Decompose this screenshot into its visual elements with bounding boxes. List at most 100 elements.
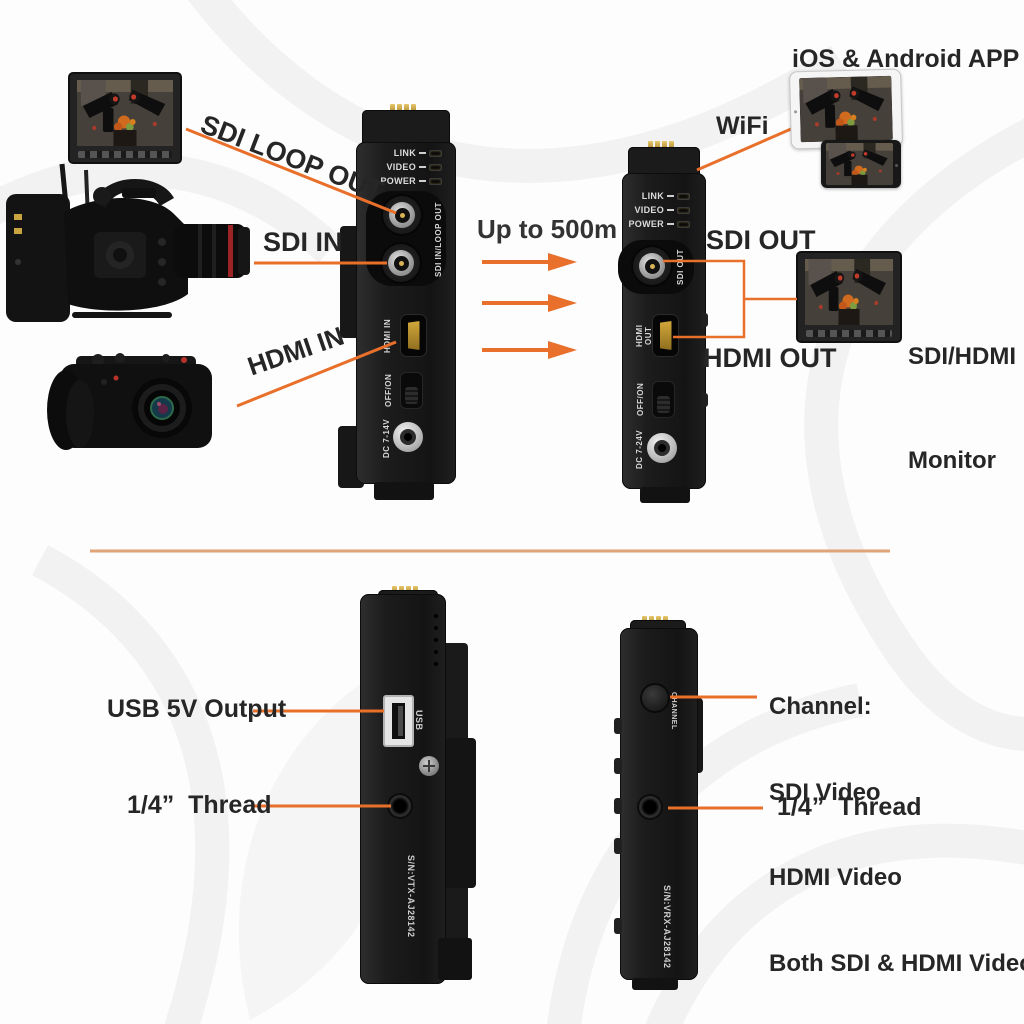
label-app: iOS & Android APP [792,45,1020,73]
usb-tab [398,706,403,736]
rx-antenna-pins [648,141,674,150]
rx-side-button [702,393,708,407]
label-channel-option-3: Both SDI & HDMI Video [769,949,1024,977]
tx-antenna-pins [390,104,416,113]
rx-edge-button [614,838,622,854]
monitor-buttons [78,151,172,158]
tx-sdi-loop-out-connector [383,196,421,234]
tx-serial-number: S/N:VTX-AJ28142 [406,854,416,938]
rx-power-switch [653,382,674,417]
tx-bracket-screw [419,756,439,776]
rx-led-link-label: LINK [641,191,664,201]
switch-knob [405,387,418,404]
tablet [788,68,904,150]
tx-hdmi-in-port [401,315,426,356]
bnc-inner [644,258,660,274]
vent-hole [434,638,438,642]
rx-edge-button [614,718,622,734]
rx-led-power-label: POWER [628,219,664,229]
tx-sdi-ports-label: SDI IN/LOOP OUT [434,202,443,278]
label-sdi-out: SDI OUT [706,225,816,255]
led-dash [667,223,674,225]
label-channel-block: Channel: SDI Video HDMI Video Both SDI &… [769,636,1024,1024]
vent-hole [434,662,438,666]
rx-sdi-out-connector [633,247,671,285]
tx-side-foot [438,938,472,980]
rx-hdmi-label: HDMI OUT [635,324,653,348]
bnc-pin [649,263,655,269]
vent-hole [434,626,438,630]
bnc-pin [398,260,404,266]
led-dash [419,180,426,182]
tx-led-power: POWER [364,176,442,186]
rx-led-video-label: VIDEO [634,205,664,215]
rx-edge-button [614,758,622,774]
led-indicator [429,177,442,185]
rx-dc-jack [647,433,677,463]
rx-led-link: LINK [624,191,690,201]
tx-sdi-in-connector [382,244,420,282]
smartphone [821,140,901,188]
transmitter-front: LINK VIDEO POWER SDI IN/LOOP OUT HDMI IN… [338,104,462,506]
led-indicator [429,149,442,157]
dc-hole [404,433,412,441]
bnc-pin [399,212,405,218]
rx-dc-label: DC 7-24V [635,429,644,469]
label-sdi-hdmi-monitor: SDI/HDMI Monitor [908,270,1016,548]
tx-power-switch [401,373,422,408]
tx-led-video: VIDEO [364,162,442,172]
rx-hdmi-out-port [653,315,678,356]
led-dash [667,195,674,197]
cinema-camera [6,163,250,322]
receiver-front: LINK VIDEO POWER SDI OUT HDMI OUT OFF/ON… [616,141,712,505]
led-dash [419,166,426,168]
tx-switch-label: OFF/ON [384,373,393,408]
bnc-inner [394,207,410,223]
rx-top-cap [628,147,700,175]
hdmi-inner [407,321,420,350]
receiver-side: CHANNEL S/N:VRX-AJ28142 [608,616,720,990]
led-indicator [677,220,690,228]
rx-edge-button [614,798,622,814]
tx-side-body [360,594,446,984]
label-channel-option-1: SDI Video [769,778,881,806]
tx-bottom-foot [374,482,434,500]
tx-hdmi-label: HDMI IN [383,318,392,354]
label-channel-title: Channel: [769,693,872,720]
rx-sdi-label: SDI OUT [676,249,685,285]
led-dash [667,209,674,211]
dc-hole [658,444,666,452]
label-usb-output: USB 5V Output [107,695,287,723]
phone-screen [826,143,893,185]
rx-edge-button [614,918,622,934]
monitor-buttons [806,330,892,337]
rx-led-power: POWER [624,219,690,229]
vent-hole [434,614,438,618]
tx-led-power-label: POWER [380,176,416,186]
pocket-camera [47,353,212,450]
rx-bottom-foot [640,487,690,503]
rx-channel-button [642,685,668,711]
tx-dc-jack [393,422,423,452]
led-indicator [429,163,442,171]
bnc-ring [388,250,414,276]
label-wifi: WiFi [716,112,769,140]
led-dash [419,152,426,154]
rx-side-foot [632,978,678,990]
hdmi-inner [659,321,672,350]
label-range: Up to 500m [477,214,618,244]
transmitter-side: USB S/N:VTX-AJ28142 [350,586,480,990]
tx-top-cap [362,110,450,146]
rx-quarter-thread-hole [639,796,661,818]
label-sdi-in: SDI IN [263,227,343,257]
rx-channel-label: CHANNEL [670,692,677,730]
tx-usb-label: USB [414,709,424,731]
tx-vmount-tab [444,738,476,888]
label-channel-option-2: HDMI Video [769,864,902,891]
tx-quarter-thread-hole [389,795,411,817]
bnc-inner [393,255,409,271]
tx-led-link: LINK [364,148,442,158]
label-thread-right: 1/4” Thread [777,793,922,821]
phone-camera-dot [895,164,898,167]
field-monitor-source [68,72,182,164]
